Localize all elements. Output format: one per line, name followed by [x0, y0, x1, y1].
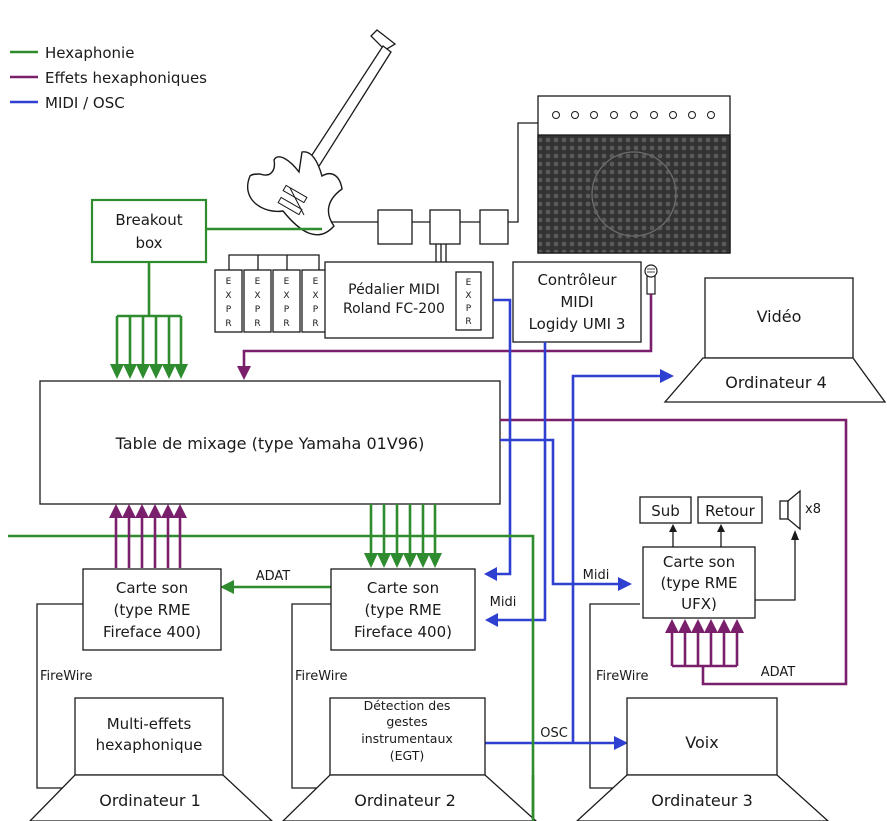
carte2-label-2: (type RME — [365, 601, 442, 619]
svg-text:R: R — [465, 317, 471, 327]
microphone-icon — [644, 264, 658, 295]
multi-effets-label-2: hexaphonique — [96, 736, 203, 754]
controleur-label-1: Contrôleur — [537, 271, 617, 289]
carte3-label-3: UFX) — [681, 595, 717, 613]
sound-card-2: Carte son (type RME Fireface 400) — [330, 568, 476, 651]
legend-midi-osc: MIDI / OSC — [45, 94, 125, 112]
computer-1-outline — [36, 603, 83, 789]
computer-2-outline — [291, 603, 331, 789]
svg-text:R: R — [225, 319, 231, 329]
expression-pedal-3: E X P R — [272, 269, 301, 333]
breakout-label-2: box — [135, 234, 162, 252]
carte1-label-2: (type RME — [114, 601, 191, 619]
computer-2: Détection des gestes instrumentaux (EGT)… — [282, 697, 537, 821]
retour-output: Retour — [697, 496, 763, 524]
mixing-console: Table de mixage (type Yamaha 01V96) — [39, 380, 501, 505]
effect-pedal-3 — [479, 209, 509, 245]
controleur-label-2: MIDI — [560, 293, 593, 311]
ordinateur-2-label: Ordinateur 2 — [354, 791, 456, 810]
multi-effets-label-1: Multi-effets — [107, 715, 192, 733]
effects-arrows-carte1-to-mixer — [109, 504, 187, 568]
computer-4-laptop: Vidéo Ordinateur 4 — [663, 277, 887, 403]
computer-3: Voix Ordinateur 3 — [576, 697, 829, 821]
svg-text:R: R — [283, 319, 289, 329]
svg-text:P: P — [226, 305, 232, 315]
midi-label-carte2: Midi — [490, 595, 517, 610]
computer-1: Multi-effets hexaphonique Ordinateur 1 — [29, 697, 273, 821]
firewire-label-1: FireWire — [40, 669, 92, 684]
mixer-label: Table de mixage (type Yamaha 01V96) — [115, 434, 425, 453]
svg-text:X: X — [312, 291, 318, 301]
legend-hexaphonie: Hexaphonie — [45, 44, 134, 62]
video-label: Vidéo — [757, 307, 802, 326]
detection-label-4: (EGT) — [390, 748, 425, 763]
detection-label-2: gestes — [386, 714, 427, 729]
midi-label-ufx: Midi — [583, 568, 610, 583]
hexaphonic-arrows-mixer-to-carte2 — [364, 504, 442, 568]
firewire-label-3: FireWire — [596, 669, 648, 684]
legend-effets: Effets hexaphoniques — [45, 69, 207, 87]
svg-text:P: P — [466, 304, 472, 314]
adat-label-green: ADAT — [256, 569, 291, 584]
expression-pedal-2: E X P R — [243, 269, 272, 333]
computer-3-outline — [589, 603, 640, 789]
sound-card-1: Carte son (type RME Fireface 400) — [82, 568, 222, 651]
pedalier-expression-pedal — [455, 271, 482, 331]
expression-pedal-1: E X P R — [214, 269, 243, 333]
breakout-box: Breakout box — [90, 198, 208, 264]
svg-text:P: P — [313, 305, 319, 315]
svg-text:E: E — [313, 277, 319, 287]
electric-guitar-icon — [247, 29, 397, 236]
carte1-label-3: Fireface 400) — [103, 623, 201, 641]
effects-arrows-to-ufx — [665, 619, 744, 666]
detection-label-1: Détection des — [364, 698, 451, 713]
ordinateur-3-label: Ordinateur 3 — [651, 791, 753, 810]
effect-pedal-1 — [377, 209, 413, 245]
speaker-count-label: x8 — [805, 502, 821, 517]
pedalier-label-2: Roland FC-200 — [343, 301, 445, 317]
carte1-label-1: Carte son — [116, 579, 188, 597]
carte3-label-2: (type RME — [661, 574, 738, 592]
hexaphonic-arrows-to-mixer — [110, 316, 188, 379]
svg-text:E: E — [255, 277, 261, 287]
carte3-label-1: Carte son — [663, 553, 735, 571]
detection-label-3: instrumentaux — [361, 731, 453, 746]
breakout-label-1: Breakout — [115, 211, 182, 229]
sub-output: Sub — [639, 496, 692, 524]
svg-text:E: E — [466, 278, 472, 288]
voix-label: Voix — [685, 733, 718, 752]
svg-text:X: X — [225, 291, 231, 301]
svg-text:P: P — [284, 305, 290, 315]
svg-text:X: X — [283, 291, 289, 301]
firewire-label-2: FireWire — [295, 669, 347, 684]
speaker-icon: x8 — [779, 489, 821, 531]
amplifier-icon — [537, 95, 731, 254]
svg-text:R: R — [254, 319, 260, 329]
controleur-label-3: Logidy UMI 3 — [529, 315, 626, 333]
adat-label-purple: ADAT — [761, 665, 796, 680]
ordinateur-1-label: Ordinateur 1 — [99, 791, 201, 810]
midi-controller: Contrôleur MIDI Logidy UMI 3 — [512, 261, 642, 343]
svg-text:P: P — [255, 305, 261, 315]
midi-pedalboard: Pédalier MIDI Roland FC-200 E X P R — [324, 261, 494, 339]
sound-card-3: Carte son (type RME UFX) — [642, 546, 756, 619]
carte2-label-1: Carte son — [367, 579, 439, 597]
retour-label: Retour — [705, 502, 756, 520]
carte2-label-3: Fireface 400) — [354, 623, 452, 641]
svg-text:X: X — [254, 291, 260, 301]
ordinateur-4-label: Ordinateur 4 — [725, 373, 827, 392]
effect-pedal-2 — [429, 209, 461, 245]
legend: Hexaphonie Effets hexaphoniques MIDI / O… — [10, 44, 207, 112]
svg-text:X: X — [465, 291, 471, 301]
svg-text:R: R — [312, 319, 318, 329]
svg-text:E: E — [226, 277, 232, 287]
sub-label: Sub — [651, 502, 680, 520]
pedalier-label-1: Pédalier MIDI — [348, 282, 440, 298]
osc-label: OSC — [540, 726, 568, 741]
svg-text:E: E — [284, 277, 290, 287]
